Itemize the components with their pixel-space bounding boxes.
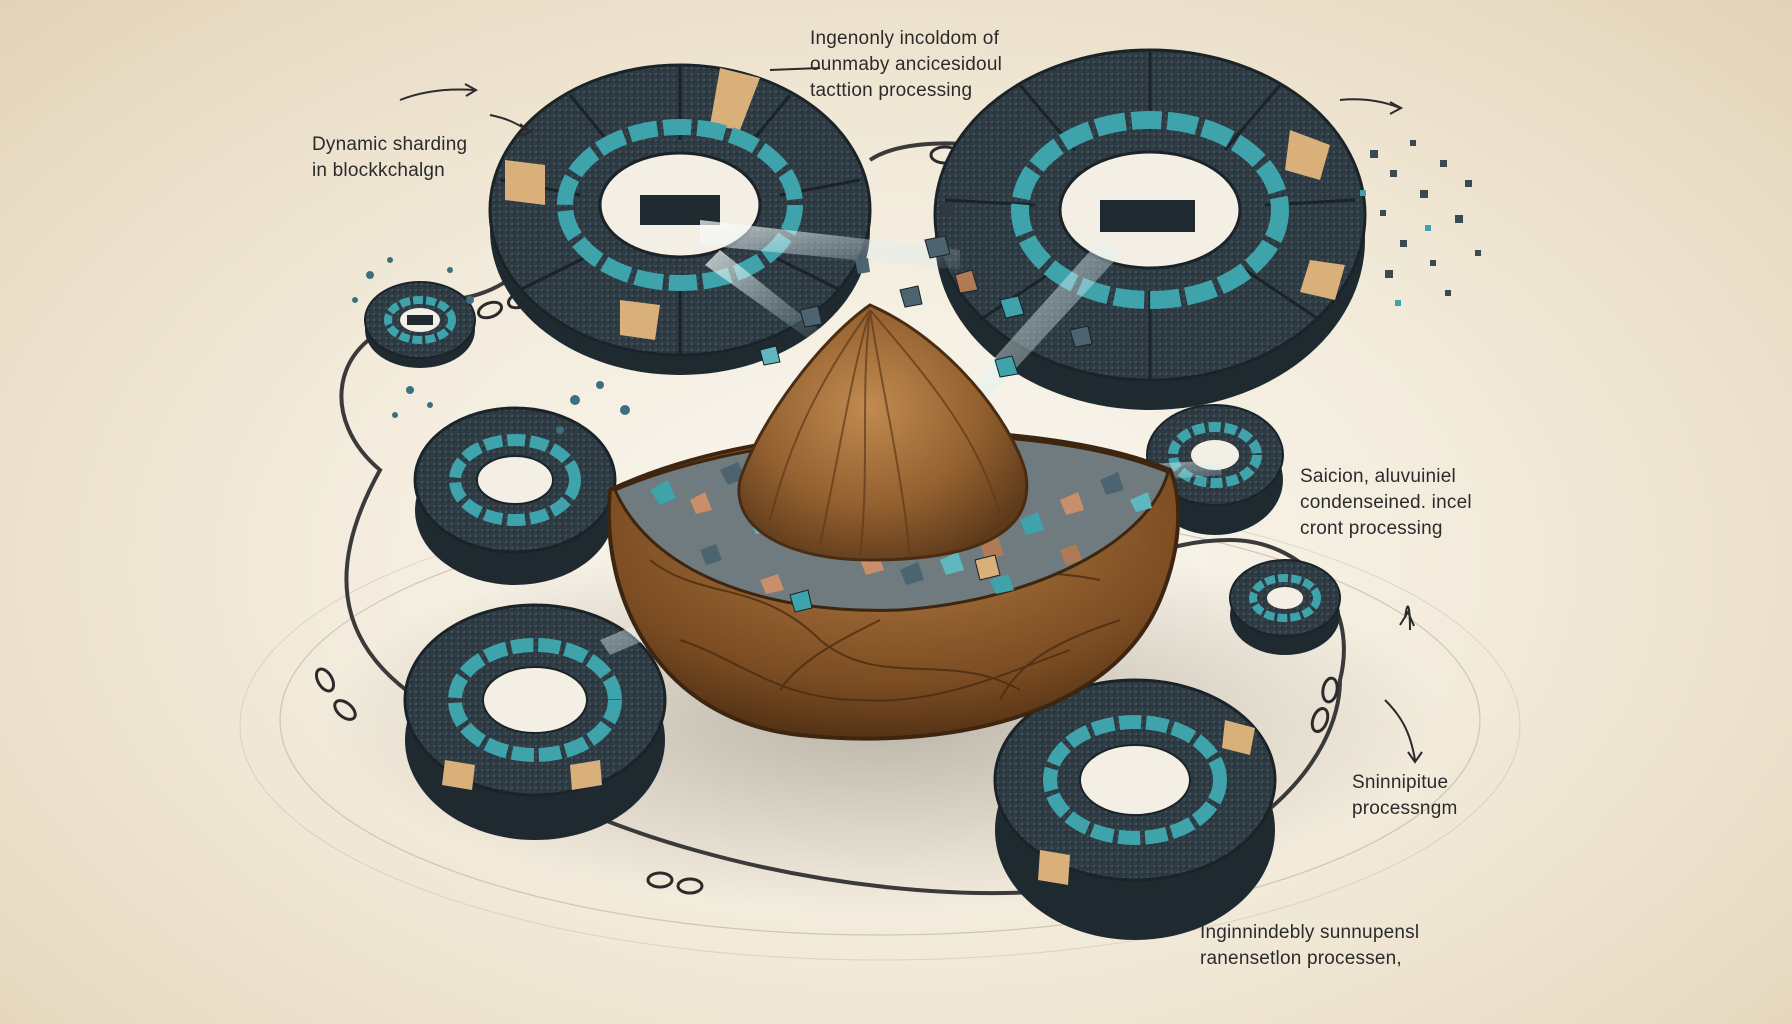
pixel-scatter bbox=[1360, 140, 1481, 306]
label-bottom-right-line1: Inginnindebly sunnupensl bbox=[1200, 922, 1420, 943]
label-right-middle-line3: cront processing bbox=[1300, 518, 1443, 539]
shard-ring-icon-small-left bbox=[364, 281, 476, 368]
floating-shards bbox=[759, 202, 1093, 613]
arrow-icon bbox=[399, 67, 1423, 764]
label-right-middle-line2: condenseined. incel bbox=[1300, 492, 1472, 513]
label-right-lower: Sninnipitue processngm bbox=[1352, 770, 1458, 822]
label-right-middle-line1: Saicion, aluvuiniel bbox=[1300, 466, 1456, 487]
label-bottom-right-line2: ranensetlon processen, bbox=[1200, 948, 1402, 969]
shard-ring-icon-bottom-left bbox=[403, 603, 667, 840]
label-bottom-right: Inginnindebly sunnupensl ranensetlon pro… bbox=[1200, 920, 1419, 972]
shard-ring-icon-bottom-right bbox=[993, 678, 1277, 940]
label-top-left-line2: in blockkchalgn bbox=[312, 160, 445, 181]
label-top-center: Ingenonly incoldom of ounmaby ancicesido… bbox=[810, 26, 1002, 104]
walnut-icon bbox=[607, 303, 1181, 741]
label-top-center-line2: ounmaby ancicesidoul bbox=[810, 54, 1003, 75]
label-right-lower-line1: Sninnipitue bbox=[1352, 772, 1449, 793]
dot-scatter bbox=[352, 257, 630, 434]
label-top-center-line1: Ingenonly incoldom of bbox=[810, 28, 1000, 49]
label-top-left-line1: Dynamic sharding bbox=[312, 134, 468, 155]
label-top-left: Dynamic sharding in blockkchalgn bbox=[312, 132, 467, 184]
label-top-center-line3: tacttion processing bbox=[810, 80, 973, 101]
shard-ring-icon-right-lower bbox=[1229, 559, 1341, 655]
label-right-lower-line2: processngm bbox=[1352, 798, 1458, 819]
label-right-middle: Saicion, aluvuiniel condenseined. incel … bbox=[1300, 464, 1472, 542]
shard-ring-icon-right-mid bbox=[1146, 404, 1284, 535]
shard-ring-icon-mid-left bbox=[413, 406, 617, 585]
shard-ring-icon-top-left bbox=[488, 63, 872, 375]
